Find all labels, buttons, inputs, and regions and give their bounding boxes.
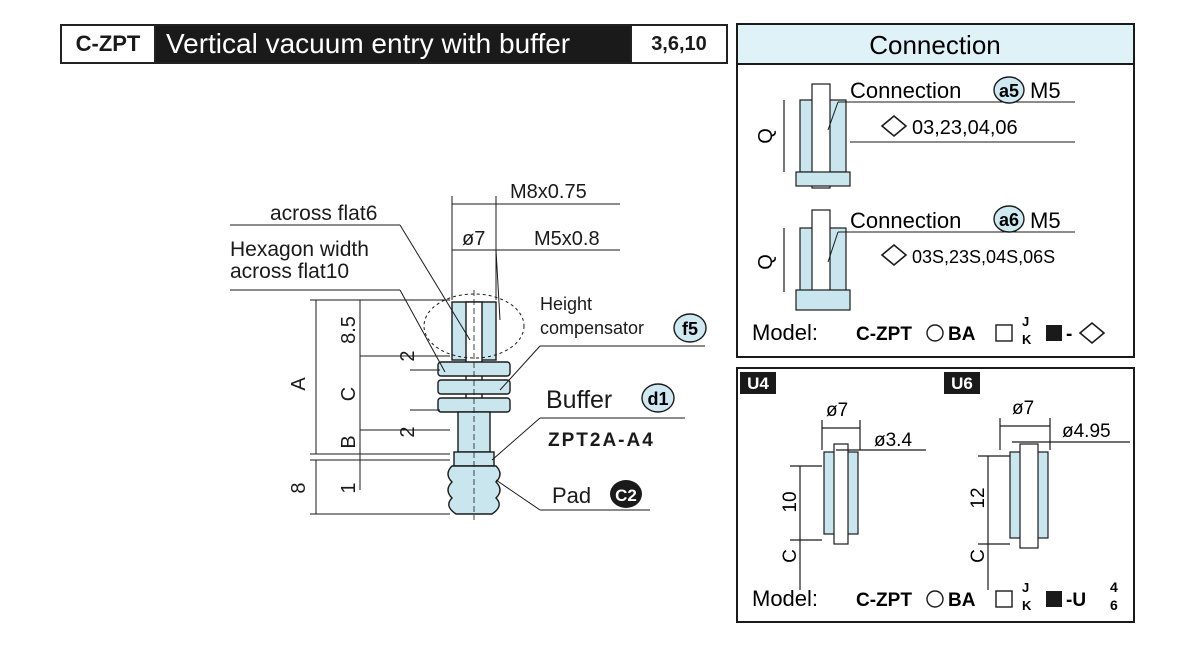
u-model-code: C-ZPT [856, 590, 912, 611]
main-labels: M8x0.75 ø7 M5x0.8 across flat6 Hexagon w… [230, 181, 655, 508]
connection-header: Connection [869, 30, 1001, 60]
u-model-dash: -U [1066, 590, 1086, 611]
label-hex-2: across flat10 [230, 260, 349, 283]
a6-diamond-icon [880, 243, 908, 267]
label-m5: M5x0.8 [534, 228, 600, 250]
u-model-4: 4 [1110, 579, 1118, 595]
dim-a: A [288, 377, 310, 391]
main-dimension-lines [230, 196, 705, 515]
u6-d-outer: ø7 [1012, 398, 1034, 419]
title-sizes: 3,6,10 [630, 26, 726, 62]
label-m8: M8x0.75 [510, 181, 587, 203]
a6-codes: 03S,23S,04S,06S [912, 247, 1055, 267]
u-model-k: K [1022, 598, 1032, 613]
u-model-6: 6 [1110, 597, 1118, 613]
detail-circle [423, 293, 525, 359]
conn-model-prefix: Model: [752, 320, 818, 345]
u4-d-outer: ø7 [826, 400, 848, 421]
u-model-j: J [1022, 580, 1029, 595]
label-flat6: across flat6 [270, 202, 377, 225]
label-height-1: Height [540, 294, 592, 314]
u-circle-icon [926, 590, 944, 608]
label-buffer-model: ZPT2A-A4 [548, 430, 655, 451]
connection-panel: Connection Q Connection a5 M5 03,23,04,0… [736, 23, 1135, 358]
dim-8: 8 [288, 482, 310, 493]
title-code: C-ZPT [62, 26, 156, 62]
u-model-ba: BA [948, 590, 976, 611]
u6-c: C [968, 549, 989, 563]
a5-thread: M5 [1030, 78, 1061, 103]
u4-height: 10 [780, 491, 801, 512]
u6-part [978, 418, 1130, 590]
u-model-prefix: Model: [752, 586, 818, 611]
title-text: Vertical vacuum entry with buffer [156, 26, 630, 62]
title-bar: C-ZPT Vertical vacuum entry with buffer … [60, 24, 728, 64]
conn-circle-icon [926, 324, 944, 342]
dim-85: 8.5 [338, 316, 360, 344]
label-hex-1: Hexagon width [230, 238, 369, 261]
badge-buffer: d1 [641, 383, 675, 413]
u4-d-inner: ø3.4 [874, 430, 912, 451]
u-filled-square-icon [1046, 591, 1062, 607]
a6-thread: M5 [1030, 208, 1061, 233]
a5-badge: a5 [999, 81, 1019, 101]
label-buffer: Buffer [546, 386, 612, 414]
conn-model-ba: BA [948, 324, 976, 345]
conn-filled-square-icon [1046, 325, 1062, 341]
conn-model-k: K [1022, 332, 1032, 347]
main-assembly [437, 290, 511, 520]
badge-height-text: f5 [682, 319, 698, 339]
label-height-2: compensator [540, 318, 644, 338]
a5-label: Connection [850, 78, 961, 103]
badge-height: f5 [673, 313, 707, 343]
conn-square-icon [995, 324, 1013, 342]
a5-diamond-icon [880, 114, 908, 138]
u4-c: C [780, 549, 801, 563]
u-square-icon [995, 590, 1013, 608]
conn-diamond-icon [1078, 321, 1106, 345]
badge-buffer-text: d1 [647, 389, 668, 409]
badge-pad-text: C2 [615, 486, 637, 505]
u6-height: 12 [968, 487, 989, 508]
conn-model-dash: - [1066, 324, 1072, 345]
label-pad: Pad [552, 483, 591, 508]
a5-codes: 03,23,04,06 [912, 117, 1018, 139]
a6-badge: a6 [999, 210, 1019, 230]
conn-model-j: J [1022, 314, 1029, 329]
u4-part [790, 420, 926, 590]
dim-1: 1 [338, 482, 360, 493]
label-d7: ø7 [462, 228, 485, 250]
dim-c: C [338, 387, 360, 401]
dim-b: B [338, 435, 360, 448]
badge-pad: C2 [610, 480, 642, 508]
main-dim-texts: A 8.5 C B 2 2 8 1 [288, 316, 419, 493]
u6-d-inner: ø4.95 [1062, 421, 1111, 442]
dim-2-top: 2 [397, 350, 419, 361]
a5-part [783, 83, 851, 189]
a6-part [783, 209, 851, 311]
dim-2-bot: 2 [397, 426, 419, 437]
u-types-panel: U4 U6 ø7 ø3.4 10 C [736, 367, 1135, 623]
u6-tag: U6 [951, 374, 973, 393]
a6-label: Connection [850, 208, 961, 233]
u4-tag: U4 [747, 374, 769, 393]
conn-model-code: C-ZPT [856, 324, 912, 345]
a6-q: Q [755, 254, 777, 270]
a5-q: Q [755, 128, 777, 144]
